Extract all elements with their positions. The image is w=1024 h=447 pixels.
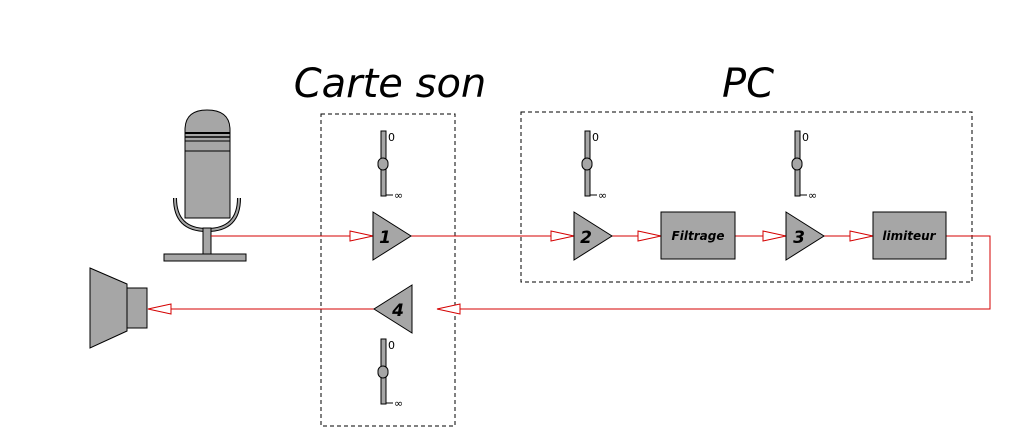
filter-block: Filtrage — [660, 211, 736, 260]
amplifier-4: 4 — [373, 284, 413, 334]
fader-icon — [581, 130, 597, 197]
amplifier-1: 1 — [372, 211, 412, 261]
amplifier-label: 4 — [391, 301, 404, 321]
fader-min-label: ∞ — [808, 189, 817, 202]
fader-max-label: 0 — [388, 339, 395, 352]
fader-max-label: 0 — [802, 131, 809, 144]
amplifier-label: 1 — [379, 228, 391, 248]
microphone-icon — [163, 109, 247, 262]
fader-icon — [377, 338, 393, 405]
arrow-to-amp-3 — [762, 230, 787, 242]
limiter-label: limiteur — [882, 229, 936, 243]
fader-max-label: 0 — [592, 131, 599, 144]
filter-label: Filtrage — [672, 229, 725, 243]
fader-min-label: ∞ — [394, 397, 403, 410]
fader-min-label: ∞ — [598, 189, 607, 202]
pc-title: PC — [722, 61, 774, 107]
amplifier-icon — [785, 211, 825, 261]
fader-max-label: 0 — [388, 131, 395, 144]
fader-icon — [377, 130, 393, 197]
signal-path — [148, 235, 991, 310]
amplifier-label: 3 — [793, 228, 805, 248]
fader-min-label: ∞ — [394, 189, 403, 202]
limiter-block: limiteur — [872, 211, 947, 260]
amplifier-icon — [372, 211, 412, 261]
fader-icon — [791, 130, 807, 197]
arrow-to-amp-4 — [436, 303, 461, 315]
fader-pc-input: 0 ∞ — [581, 130, 607, 202]
arrow-to-amp-2 — [550, 230, 575, 242]
fader-sound-card-output: 0 ∞ — [377, 338, 403, 410]
arrow-to-speaker — [147, 303, 172, 315]
signal-arrows — [147, 230, 874, 315]
loudspeaker-icon — [89, 267, 148, 349]
amplifier-icon — [373, 284, 413, 334]
fader-pc-post-filter: 0 ∞ — [791, 130, 817, 202]
pc-box — [520, 111, 973, 283]
amplifier-icon — [573, 211, 613, 261]
amplifier-label: 2 — [580, 228, 592, 248]
sound-card-title: Carte son — [294, 61, 487, 107]
arrow-to-filter — [637, 230, 662, 242]
amplifier-3: 3 — [785, 211, 825, 261]
fader-sound-card-input: 0 ∞ — [377, 130, 403, 202]
amplifier-2: 2 — [573, 211, 613, 261]
arrow-to-limiter — [849, 230, 874, 242]
sound-card-box — [320, 113, 456, 427]
arrow-to-amp-1 — [349, 230, 374, 242]
